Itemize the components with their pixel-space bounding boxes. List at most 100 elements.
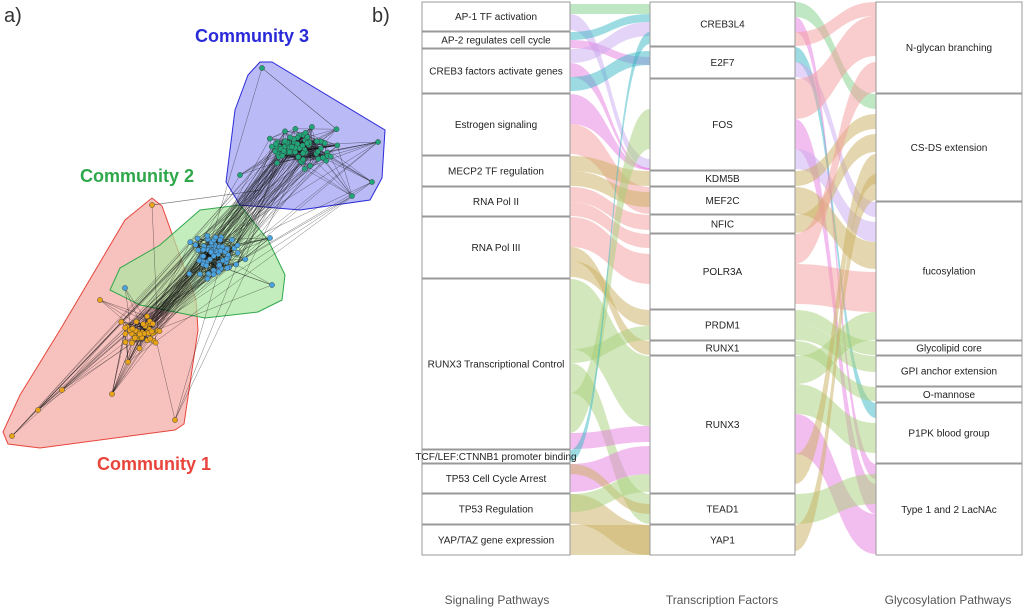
signaling-node-box — [421, 155, 571, 187]
network-node — [300, 156, 307, 163]
network-node — [204, 275, 211, 282]
network-node — [269, 282, 275, 288]
network-node — [272, 148, 279, 155]
glycosylation-node-box — [875, 355, 1023, 387]
network-edge — [127, 181, 373, 363]
signaling-node-label: TCF/LEF:CTNNB1 promoter binding — [415, 452, 576, 463]
network-node — [133, 318, 140, 325]
network-node — [216, 262, 223, 269]
sankey-flow — [570, 474, 650, 512]
network-node — [196, 257, 203, 264]
network-node — [207, 256, 213, 263]
network-node — [333, 126, 340, 132]
factor-node-box — [649, 214, 796, 234]
glycosylation-node-box — [875, 402, 1023, 464]
network-node — [187, 239, 194, 245]
glycosylation-node-label: CS-DS extension — [911, 143, 988, 154]
sankey-flow — [795, 312, 876, 384]
network-node — [149, 320, 156, 327]
network-edge — [154, 332, 176, 421]
network-node — [122, 285, 128, 291]
sankey-flow — [570, 326, 650, 363]
network-node — [313, 138, 320, 144]
network-node — [122, 324, 128, 331]
network-edge — [236, 264, 273, 286]
network-edge — [261, 67, 337, 130]
network-node — [292, 126, 299, 132]
network-node — [217, 237, 223, 243]
network-node — [118, 319, 125, 325]
network-node — [208, 249, 214, 256]
network-node — [234, 242, 241, 249]
network-node — [282, 128, 288, 135]
factor-node-box — [649, 340, 796, 356]
network-node — [224, 245, 230, 252]
network-node — [224, 265, 231, 271]
network-node — [369, 179, 375, 185]
network-edge — [11, 140, 286, 437]
network-node — [304, 140, 310, 147]
network-node — [223, 255, 230, 262]
network-edge — [129, 258, 201, 331]
sankey-flows — [570, 2, 876, 555]
community-2-label: Community 2 — [80, 166, 194, 186]
factor-node-label: YAP1 — [710, 536, 735, 547]
network-edge — [324, 129, 337, 144]
sankey-flow — [570, 446, 650, 492]
network-node — [314, 148, 321, 155]
network-node — [320, 154, 326, 161]
sankey-flow — [795, 62, 876, 264]
network-edge — [111, 338, 151, 395]
network-edge — [99, 299, 148, 317]
factor-node-box — [649, 170, 796, 187]
factor-node-box — [649, 355, 796, 494]
network-edge — [111, 142, 278, 395]
sankey-flow — [570, 171, 650, 207]
network-edge — [215, 152, 292, 238]
community-1-label: Community 1 — [97, 454, 211, 474]
signaling-node-label: AP-1 TF activation — [455, 12, 537, 23]
sankey-flow — [795, 17, 876, 479]
network-edge — [213, 237, 271, 241]
signaling-node-label: MECP2 TF regulation — [448, 167, 544, 178]
network-node — [242, 256, 249, 263]
factor-node-box — [649, 493, 796, 525]
network-edge — [140, 267, 230, 336]
glycosylation-node-label: N-glycan branching — [906, 43, 992, 54]
network-node — [200, 253, 207, 260]
signaling-node-label: RNA Pol II — [473, 197, 519, 208]
network-edge — [152, 141, 379, 334]
column-title-factors: Transcription Factors — [666, 593, 778, 607]
network-edge — [227, 181, 373, 269]
signaling-node-box — [421, 48, 571, 94]
network-node — [259, 65, 265, 71]
sankey-flow — [795, 174, 876, 551]
panel-a-network: a) Community 3 Community 2 Community 1 — [2, 5, 386, 474]
network-node — [215, 269, 222, 275]
glycosylation-node-label: GPI anchor extension — [901, 367, 997, 378]
signaling-node-label: AP-2 regulates cell cycle — [441, 36, 551, 47]
sankey-flow — [795, 154, 876, 484]
network-node — [109, 391, 115, 397]
factor-node-box — [649, 186, 796, 215]
network-node — [128, 340, 135, 346]
glycosylation-node-box — [875, 386, 1023, 403]
network-edge — [127, 336, 140, 363]
factor-node-box — [649, 524, 796, 556]
network-edge — [235, 153, 304, 265]
network-node — [9, 433, 15, 439]
factor-node-label: NFIC — [711, 220, 734, 231]
network-node — [334, 142, 341, 149]
network-edge — [125, 238, 198, 334]
community-3-label: Community 3 — [195, 26, 309, 46]
network-node — [125, 359, 131, 365]
sankey-flow — [795, 384, 876, 453]
signaling-node-box — [421, 93, 571, 156]
sankey-flow — [570, 525, 650, 555]
network-edge — [111, 340, 154, 395]
panel-a-label: a) — [4, 5, 22, 27]
network-edge — [320, 129, 337, 142]
network-node — [156, 328, 163, 334]
